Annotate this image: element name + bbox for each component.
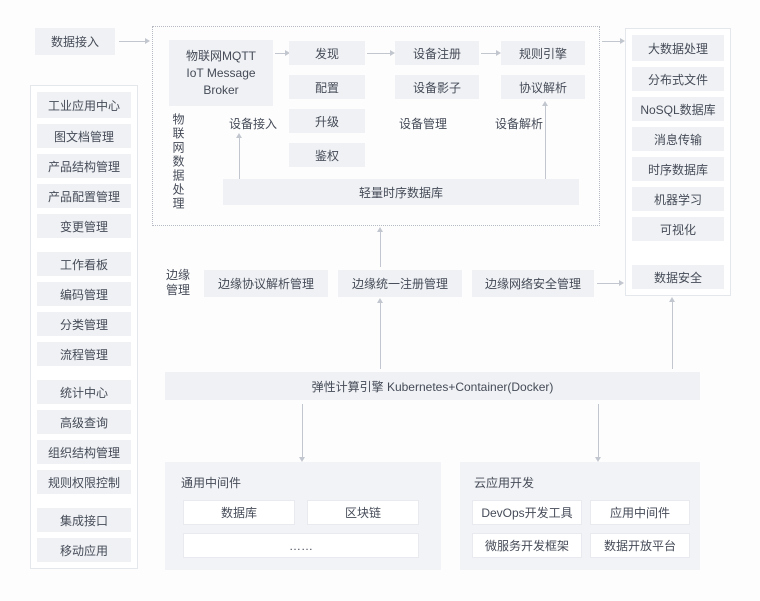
middleware-title: 通用中间件 — [181, 476, 242, 490]
cloud-dev-panel: 云应用开发 DevOps开发工具 应用中间件 微服务开发框架 数据开放平台 — [460, 462, 700, 570]
middleware-item-blockchain: 区块链 — [307, 500, 419, 525]
bigdata-item-distributed-files: 分布式文件 — [632, 67, 724, 91]
tsdb-box: 轻量时序数据库 — [223, 179, 579, 205]
arrow-discovery-to-register — [367, 50, 395, 56]
parse-item-protocol-parsing: 协议解析 — [501, 75, 585, 99]
access-item-auth: 鉴权 — [289, 143, 365, 167]
bigdata-item-data-security: 数据安全 — [632, 265, 724, 289]
arrow-tsdb-to-protocol-parsing — [542, 101, 548, 179]
industrial-item-process-mgmt: 流程管理 — [37, 342, 131, 366]
industrial-item-work-board: 工作看板 — [37, 252, 131, 276]
device-parsing-label: 设备解析 — [495, 117, 544, 131]
arrow-data-access-to-iot — [119, 38, 150, 44]
bigdata-item-machine-learning: 机器学习 — [632, 187, 724, 211]
industrial-center-panel: 工业应用中心 图文档管理 产品结构管理 产品配置管理 变更管理 工作看板 编码管… — [30, 85, 138, 569]
bigdata-item-message-transport: 消息传输 — [632, 127, 724, 151]
arrow-iot-to-bigdata — [602, 38, 625, 44]
parse-item-rule-engine: 规则引擎 — [501, 41, 585, 65]
data-access-box: 数据接入 — [35, 28, 115, 55]
arrow-compute-to-edge — [377, 298, 383, 369]
industrial-item-integration: 集成接口 — [37, 508, 131, 532]
edge-item-unified-registration: 边缘统一注册管理 — [338, 270, 462, 297]
arrow-compute-to-cloud-dev — [595, 404, 601, 462]
arrow-compute-to-bigdata — [669, 297, 675, 369]
industrial-item-advanced-query: 高级查询 — [37, 410, 131, 434]
industrial-item-org-structure: 组织结构管理 — [37, 440, 131, 464]
bigdata-item-visualization: 可视化 — [632, 217, 724, 241]
arrow-broker-to-discovery — [275, 50, 290, 56]
industrial-item-product-structure: 产品结构管理 — [37, 154, 131, 178]
broker-line-2: IoT Message — [186, 65, 256, 80]
iot-data-processing-label: 物联网数据处理 — [171, 113, 185, 211]
bigdata-item-timeseries-db: 时序数据库 — [632, 157, 724, 181]
industrial-item-category-mgmt: 分类管理 — [37, 312, 131, 336]
industrial-item-stats-center: 统计中心 — [37, 380, 131, 404]
edge-management-label: 边缘管理 — [166, 268, 191, 297]
industrial-item-doc-mgmt: 图文档管理 — [37, 124, 131, 148]
industrial-item-product-config: 产品配置管理 — [37, 184, 131, 208]
bigdata-item-nosql-db: NoSQL数据库 — [632, 97, 724, 121]
broker-line-1: 物联网MQTT — [186, 48, 256, 63]
edge-item-network-security: 边缘网络安全管理 — [472, 270, 594, 297]
cloud-dev-title: 云应用开发 — [474, 476, 535, 490]
iot-platform-box: 物联网MQTT IoT Message Broker 物联网数据处理 设备接入 … — [152, 26, 600, 226]
mqtt-broker-box: 物联网MQTT IoT Message Broker — [169, 40, 273, 106]
cloud-dev-item-devops-tools: DevOps开发工具 — [472, 500, 582, 525]
cloud-dev-item-microservice-framework: 微服务开发框架 — [472, 533, 582, 558]
arrow-edge-to-bigdata — [597, 280, 624, 286]
arrow-register-to-rule-engine — [481, 50, 501, 56]
middleware-item-more: …… — [183, 533, 419, 558]
big-data-panel: 大数据处理 分布式文件 NoSQL数据库 消息传输 时序数据库 机器学习 可视化… — [625, 28, 731, 296]
mgmt-item-device-register: 设备注册 — [395, 41, 479, 65]
middleware-panel: 通用中间件 数据库 区块链 …… — [165, 462, 441, 570]
access-item-config: 配置 — [289, 75, 365, 99]
industrial-center-title: 工业应用中心 — [37, 92, 131, 118]
big-data-title: 大数据处理 — [632, 35, 724, 61]
device-management-label: 设备管理 — [399, 117, 448, 131]
industrial-item-change-mgmt: 变更管理 — [37, 214, 131, 238]
arrow-compute-to-middleware — [299, 404, 305, 462]
access-item-upgrade: 升级 — [289, 109, 365, 133]
device-access-label: 设备接入 — [229, 117, 278, 131]
cloud-dev-item-app-middleware: 应用中间件 — [590, 500, 690, 525]
arrow-edge-to-iot — [377, 227, 383, 267]
arrow-tsdb-to-device-access — [236, 133, 242, 179]
broker-line-3: Broker — [203, 82, 239, 97]
compute-engine-box: 弹性计算引擎 Kubernetes+Container(Docker) — [165, 372, 700, 400]
industrial-item-coding-mgmt: 编码管理 — [37, 282, 131, 306]
industrial-item-mobile-app: 移动应用 — [37, 538, 131, 562]
mgmt-item-device-shadow: 设备影子 — [395, 75, 479, 99]
middleware-item-database: 数据库 — [183, 500, 295, 525]
cloud-dev-item-open-data-platform: 数据开放平台 — [590, 533, 690, 558]
edge-item-protocol-parsing: 边缘协议解析管理 — [204, 270, 328, 297]
industrial-item-rule-permission: 规则权限控制 — [37, 470, 131, 494]
access-item-discovery: 发现 — [289, 41, 365, 65]
